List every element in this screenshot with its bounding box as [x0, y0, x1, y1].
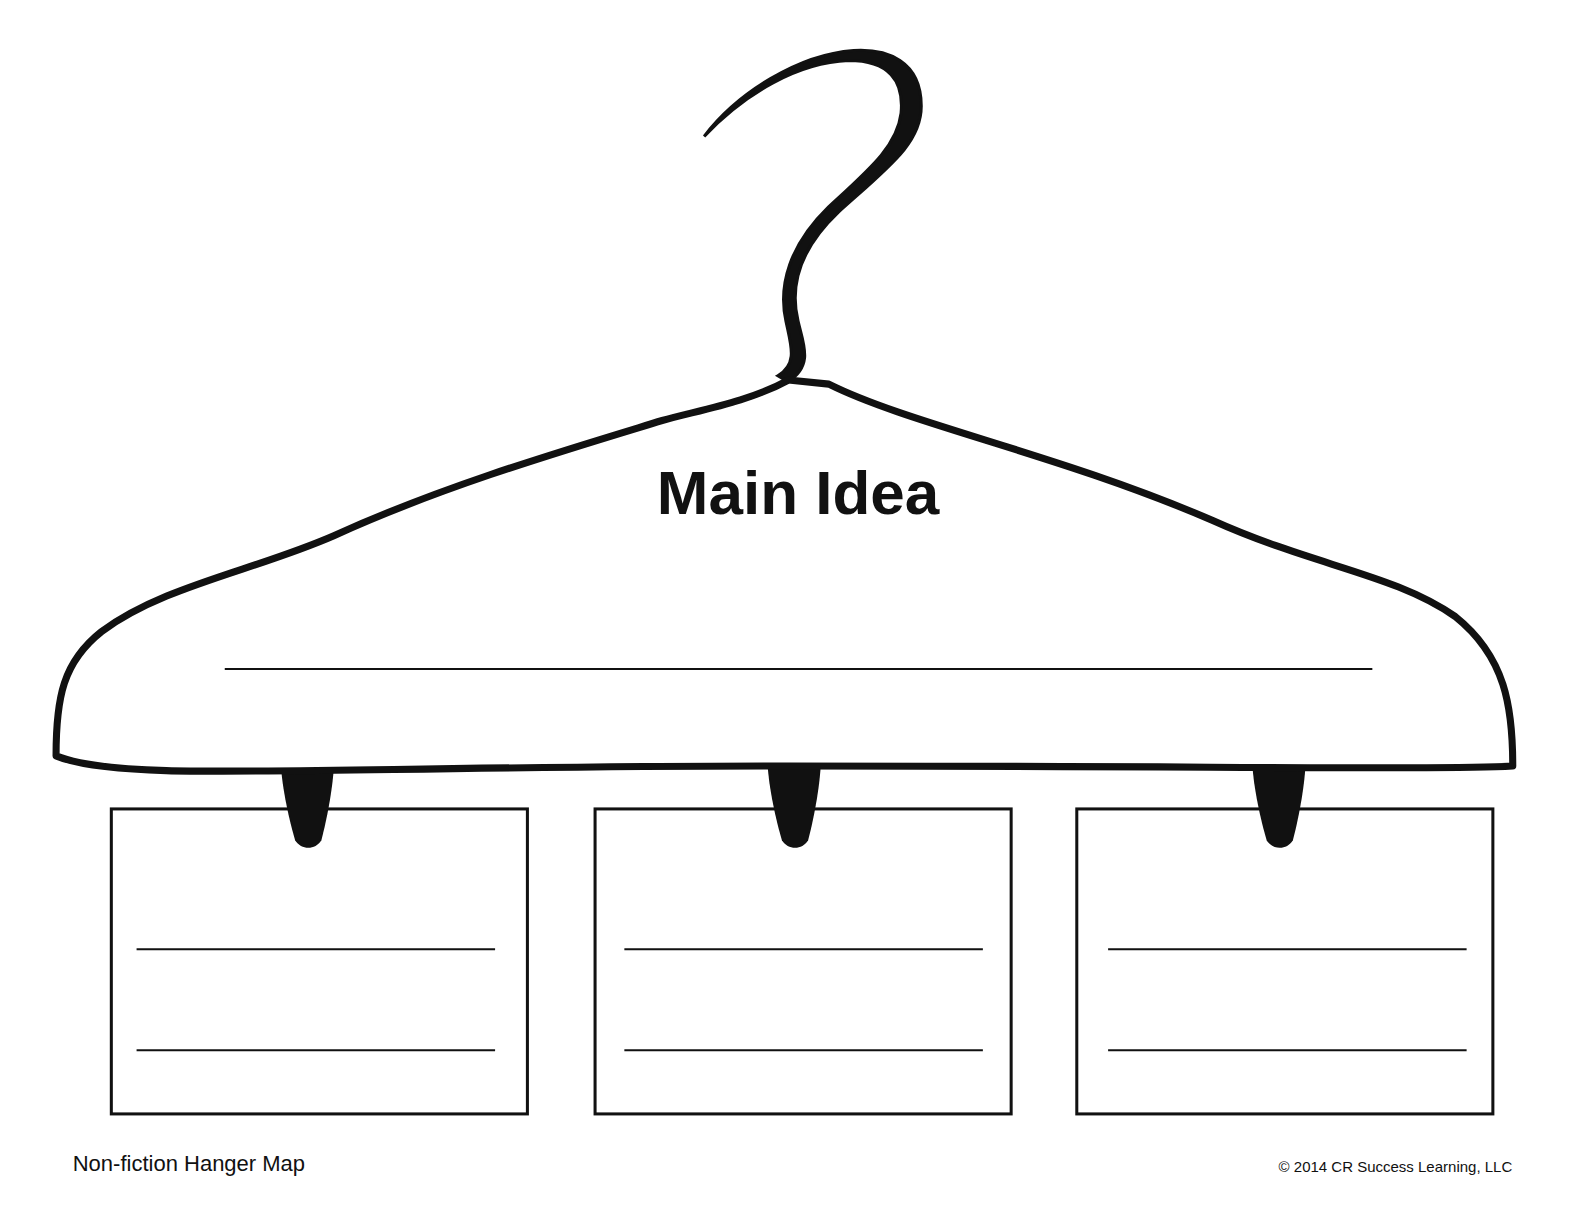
note-card — [1077, 809, 1493, 1114]
writing-line — [1108, 1049, 1467, 1051]
writing-lines — [137, 949, 1467, 1050]
hanger-shape — [56, 380, 1513, 771]
copyright-note: © 2014 CR Success Learning, LLC — [1279, 1158, 1513, 1175]
hanger-outline — [51, 370, 1526, 778]
writing-line — [1108, 948, 1467, 950]
writing-line — [137, 948, 496, 950]
writing-line — [624, 948, 983, 950]
note-card — [595, 809, 1011, 1114]
note-card — [111, 809, 527, 1114]
hanger-body: Main Idea — [51, 370, 1526, 778]
main-idea-heading: Main Idea — [657, 457, 940, 528]
writing-line — [137, 1049, 496, 1051]
writing-line — [624, 1049, 983, 1051]
worksheet-title: Non-fiction Hanger Map — [73, 1151, 305, 1177]
note-cards — [111, 809, 1493, 1114]
hanger-hook — [704, 50, 921, 381]
writing-line — [224, 668, 1372, 670]
